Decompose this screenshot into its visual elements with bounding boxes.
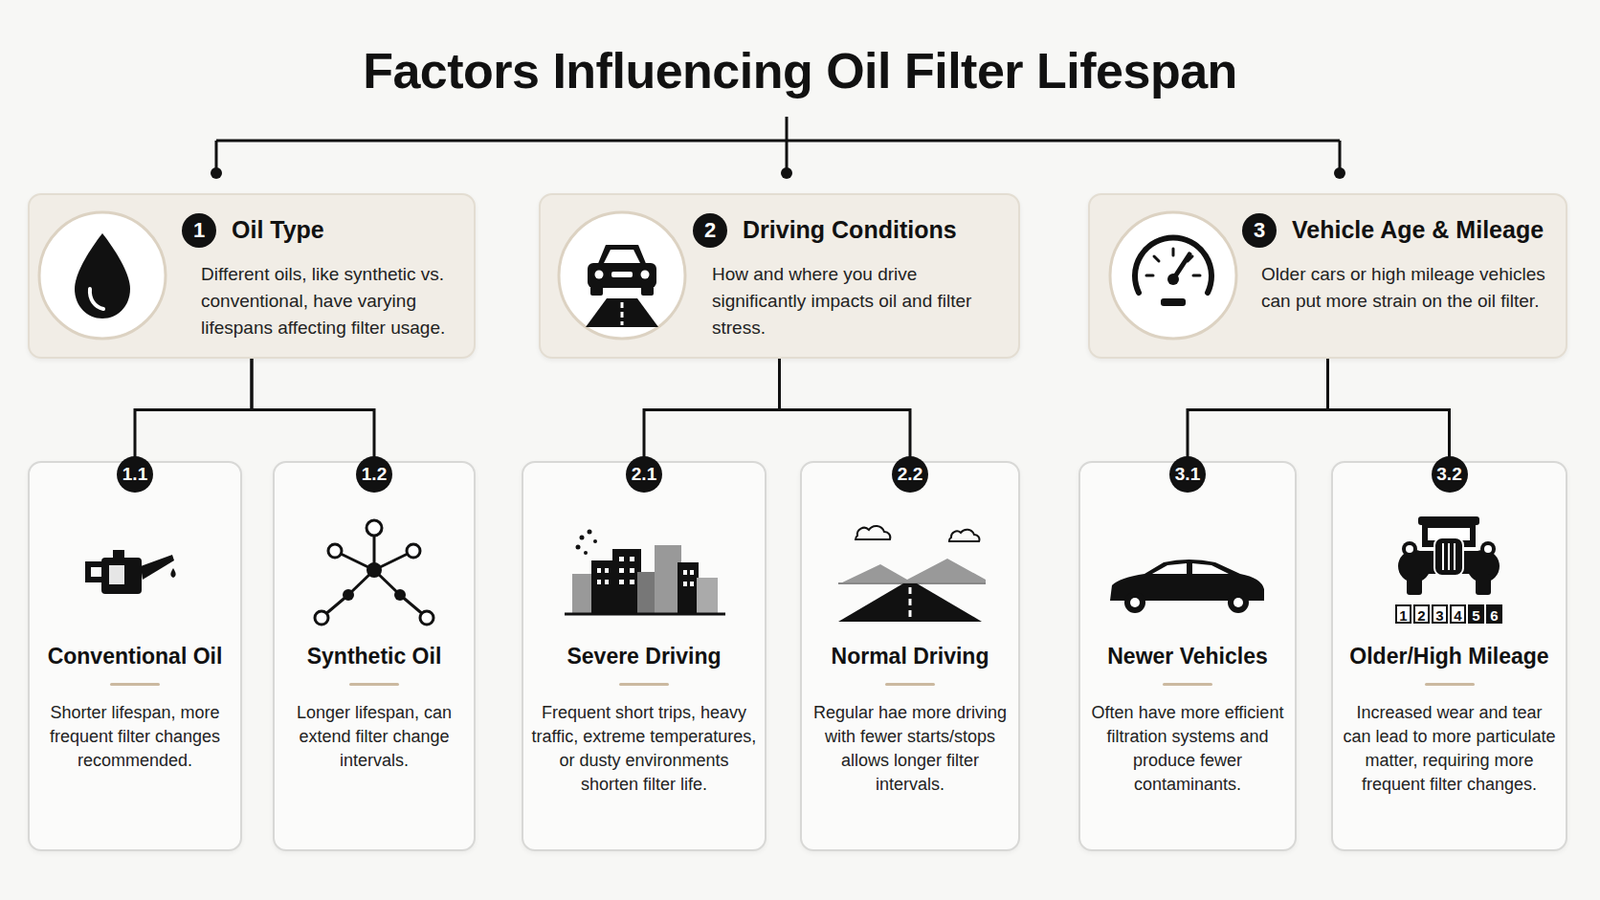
odometer-digit: 1 [1395, 604, 1412, 624]
detail-box: 1.1Conventional OilShorter lifespan, mor… [27, 461, 243, 852]
number-badge: 3 [1242, 213, 1277, 248]
bracket-dot-part [1333, 167, 1346, 179]
number-badge: 2.1 [625, 456, 663, 493]
heading-divider [349, 683, 400, 687]
number-badge: 3.1 [1169, 456, 1206, 493]
odometer-digit: 6 [1486, 604, 1503, 624]
diagram-title: Factors Influencing Oil Filter Lifespan [0, 40, 1600, 102]
box-heading: Oil Type [231, 212, 457, 247]
detail-box: 2.1Severe DrivingFrequent short trips, h… [521, 461, 767, 852]
detail-box: 3.1Newer VehiclesOften have more efficie… [1078, 461, 1297, 852]
box-heading: Driving Conditions [742, 212, 1001, 247]
odometer-digit: 3 [1431, 604, 1448, 624]
detail-box: 1.2Synthetic OilLonger lifespan, can ext… [272, 461, 476, 852]
box-heading: Older/High Mileage [1340, 643, 1558, 670]
detail-box: 2.2Normal DrivingRegular hae more drivin… [800, 461, 1021, 852]
box-heading: Newer Vehicles [1088, 643, 1288, 670]
box-description: Increased wear and tear can lead to more… [1340, 701, 1558, 798]
box-description: Different oils, like synthetic vs. conve… [200, 261, 457, 342]
box-heading: Conventional Oil [37, 643, 233, 670]
bracket-dot-part [210, 167, 223, 179]
odometer-digit: 2 [1413, 604, 1430, 624]
title-bracket-part [216, 116, 1340, 174]
box-heading: Synthetic Oil [282, 643, 467, 670]
factor-box: 3 Vehicle Age & MileageOlder cars or high… [1088, 193, 1568, 359]
box-description: How and where you drive significantly im… [711, 261, 1001, 342]
heading-divider [885, 683, 935, 687]
odometer-digit: 5 [1467, 604, 1485, 624]
box-heading: Severe Driving [531, 643, 757, 670]
number-badge: 1.2 [355, 456, 393, 493]
title-bracket [216, 116, 1340, 174]
number-badge: 1.1 [116, 456, 154, 493]
heading-divider [1162, 683, 1213, 687]
number-badge: 2 [692, 213, 728, 248]
box-heading: Vehicle Age & Mileage [1291, 212, 1549, 247]
heading-divider [110, 683, 160, 687]
bracket-dot-part [780, 167, 793, 179]
factor-box: 2 Driving ConditionsHow and where you dri… [538, 193, 1021, 359]
number-badge: 2.2 [891, 456, 929, 493]
box-description: Regular hae more driving with fewer star… [809, 701, 1011, 798]
box-description: Longer lifespan, can extend filter chang… [282, 701, 467, 774]
bracket-dot [210, 167, 1346, 179]
connector-line [1187, 358, 1329, 462]
number-badge: 3.2 [1431, 456, 1468, 493]
box-heading: Normal Driving [809, 643, 1011, 670]
factor-box: 1 Oil TypeDifferent oils, like synthetic … [27, 193, 476, 359]
heading-divider [619, 683, 669, 687]
detail-box: 3.2Older/High MileageIncreased wear and … [1331, 461, 1568, 852]
connector-line [251, 358, 375, 462]
odometer-digit: 4 [1449, 604, 1467, 624]
box-description: Shorter lifespan, more frequent filter c… [37, 701, 233, 774]
box-description: Frequent short trips, heavy traffic, ext… [531, 701, 757, 798]
heading-divider [1424, 683, 1475, 687]
connector-line [134, 358, 252, 462]
connector-line [644, 358, 780, 462]
odometer: 123456 [1395, 604, 1505, 625]
connector-line [779, 358, 912, 462]
number-badge: 1 [181, 213, 217, 248]
box-description: Older cars or high mileage vehicles can … [1261, 261, 1549, 315]
connector-line [1328, 358, 1450, 462]
box-description: Often have more efficient filtration sys… [1088, 701, 1288, 798]
